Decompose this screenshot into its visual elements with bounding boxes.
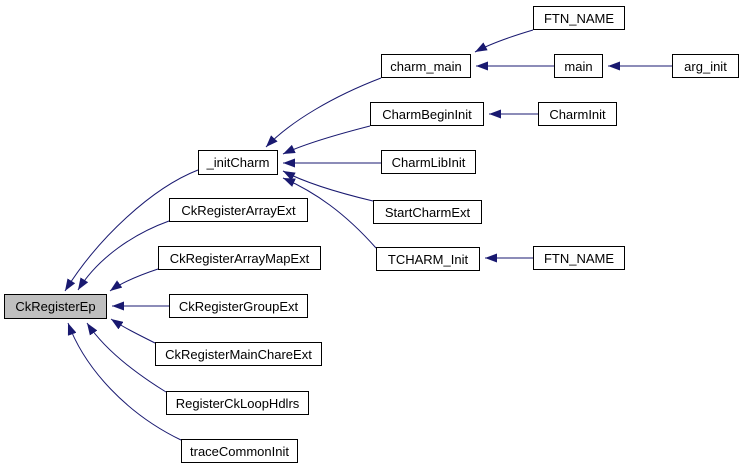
node-CkRegisterArrayExt[interactable]: CkRegisterArrayExt bbox=[169, 198, 308, 222]
node-CharmInit[interactable]: CharmInit bbox=[538, 102, 617, 126]
edge-initCharm-to-CkRegisterEp bbox=[64, 169, 199, 292]
node-CharmBeginInit[interactable]: CharmBeginInit bbox=[370, 102, 484, 126]
node-TCHARM_Init[interactable]: TCHARM_Init bbox=[376, 247, 480, 271]
node-CharmLibInit[interactable]: CharmLibInit bbox=[381, 150, 476, 174]
edge-RegisterCkLoopHdlrs-to-CkRegisterEp bbox=[86, 322, 167, 393]
node-RegisterCkLoopHdlrs[interactable]: RegisterCkLoopHdlrs bbox=[166, 391, 309, 415]
node-FTN_NAME-bottom[interactable]: FTN_NAME bbox=[533, 246, 625, 270]
edge-CharmBeginInit-to-initCharm bbox=[282, 125, 371, 155]
edge-TCHARM_Init-to-initCharm bbox=[282, 177, 377, 249]
node-StartCharmExt[interactable]: StartCharmExt bbox=[373, 200, 482, 224]
edge-CkRegisterArrayExt-to-CkRegisterEp bbox=[77, 220, 170, 291]
edge-CkRegisterMainChareExt-to-CkRegisterEp bbox=[110, 318, 156, 344]
edge-charm_main-to-initCharm bbox=[265, 77, 382, 148]
node-initCharm[interactable]: _initCharm bbox=[198, 150, 278, 175]
node-CkRegisterArrayMapExt[interactable]: CkRegisterArrayMapExt bbox=[158, 246, 321, 270]
node-traceCommonInit[interactable]: traceCommonInit bbox=[181, 439, 298, 463]
node-FTN_NAME-top[interactable]: FTN_NAME bbox=[533, 6, 625, 30]
node-CkRegisterMainChareExt[interactable]: CkRegisterMainChareExt bbox=[155, 342, 322, 366]
node-CkRegisterEp[interactable]: CkRegisterEp bbox=[4, 294, 107, 319]
node-charm_main[interactable]: charm_main bbox=[381, 54, 471, 78]
node-CkRegisterGroupExt[interactable]: CkRegisterGroupExt bbox=[169, 294, 308, 318]
node-arg_init[interactable]: arg_init bbox=[672, 54, 739, 78]
edge-traceCommonInit-to-CkRegisterEp bbox=[67, 322, 182, 441]
edge-FTN_NAME-to-charm_main bbox=[474, 29, 534, 53]
edge-StartCharmExt-to-initCharm bbox=[282, 170, 374, 202]
edge-CkRegisterArrayMapExt-to-CkRegisterEp bbox=[109, 268, 159, 292]
node-main[interactable]: main bbox=[554, 54, 603, 78]
